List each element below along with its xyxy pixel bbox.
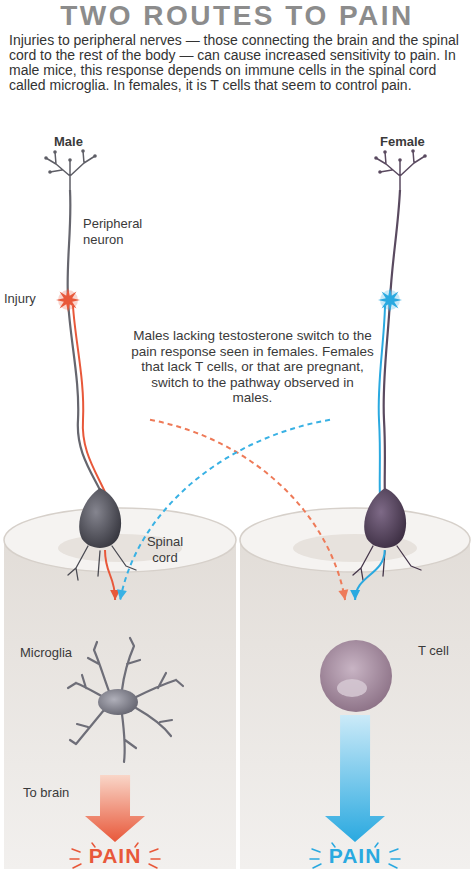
arrow-head <box>117 589 127 600</box>
connector-arrow <box>117 420 330 600</box>
dendrite-tip <box>68 158 72 162</box>
connector-line <box>120 420 330 600</box>
injury-star <box>56 288 80 312</box>
cell-node: T cell <box>300 600 470 715</box>
dendrites <box>46 151 95 190</box>
switch-note: Males lacking testosterone switch to the… <box>130 328 375 406</box>
axon <box>384 190 400 495</box>
dendrite-tip <box>48 170 52 174</box>
dendrite-tip <box>411 149 415 153</box>
dendrite-tip <box>53 150 57 154</box>
injury-label: Injury <box>4 291 36 307</box>
signal-arrow <box>85 775 145 842</box>
neuron-label: Peripheral neuron <box>83 216 151 248</box>
sex-heading: Female <box>380 134 425 150</box>
pain-node: PAIN <box>70 842 160 869</box>
pain-burst <box>70 843 160 868</box>
t-cell-nucleus <box>337 679 367 697</box>
dendrite-tip <box>383 150 387 154</box>
region-label: Spinal cord <box>140 534 190 566</box>
cell-label: Microglia <box>20 645 72 661</box>
spinal-cord-body <box>240 540 470 869</box>
dendrite-tip <box>423 154 427 158</box>
pain-signal-line <box>73 306 105 492</box>
soma-roots <box>68 546 136 580</box>
signal-arrow <box>325 715 385 842</box>
pain-burst <box>310 843 400 868</box>
pain-word: PAIN <box>70 842 160 869</box>
caption-text: Injuries to peripheral nerves — those co… <box>9 33 467 93</box>
cell-node: Microglia <box>10 600 200 775</box>
pain-signal-line <box>379 306 385 497</box>
arrow-head <box>350 590 360 600</box>
arrow-body <box>325 715 385 842</box>
connector-arrow <box>350 550 385 600</box>
dendrite-tip <box>398 158 402 162</box>
dendrite-tip <box>93 154 97 158</box>
dendrite-tip <box>374 156 378 160</box>
t-cell-body <box>320 640 392 712</box>
microglia-processes <box>68 638 183 762</box>
pain-node: PAIN <box>310 842 400 869</box>
spinal-cord-body <box>4 540 236 869</box>
spinal-cord-top <box>240 508 470 572</box>
edge-label: To brain <box>23 785 69 801</box>
dendrites <box>376 151 425 190</box>
injury-star <box>378 288 402 312</box>
soma-roots <box>353 546 421 580</box>
neuron-group: MalePeripheral neuronInjury <box>0 130 150 550</box>
connector-line <box>150 420 345 600</box>
dendrite-tip <box>81 149 85 153</box>
dendrite-tip <box>44 156 48 160</box>
microglia-cell <box>98 689 138 715</box>
cell-body <box>79 488 121 548</box>
connector-arrow <box>105 550 120 600</box>
dendrite-tip <box>378 170 382 174</box>
arrow-head <box>338 589 348 600</box>
cell-body <box>364 488 406 548</box>
arrow-body <box>85 775 145 842</box>
sex-heading: Male <box>54 134 83 150</box>
cell-label: T cell <box>418 643 449 659</box>
connector-line <box>355 550 385 600</box>
pain-word: PAIN <box>310 842 400 869</box>
title-heading: TWO ROUTES TO PAIN <box>0 0 474 32</box>
